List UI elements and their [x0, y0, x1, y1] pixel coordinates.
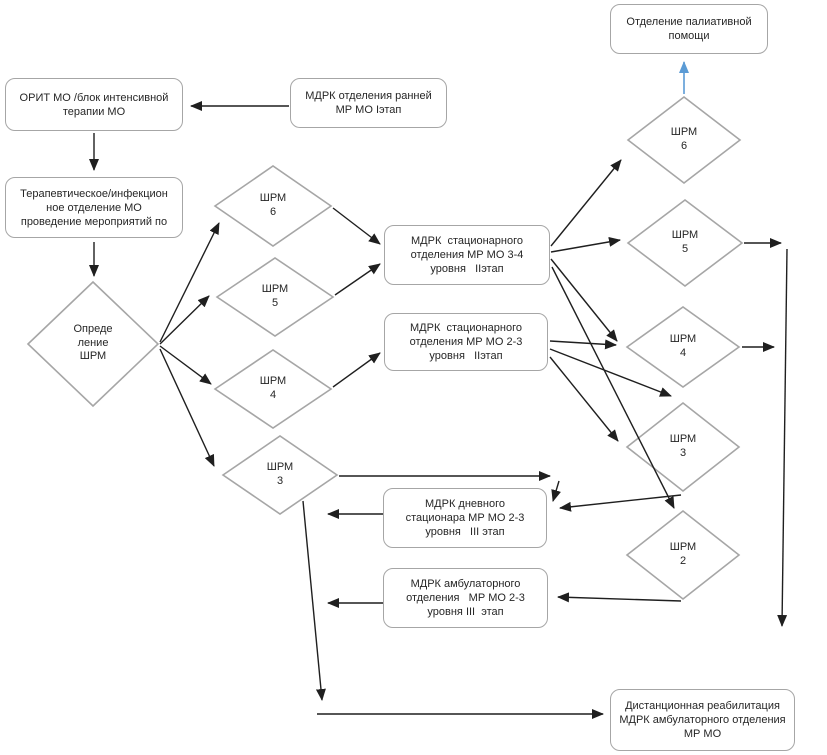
node-mdrk-stat-23: МДРК стационарного отделения МР МО 2-3 у… [384, 313, 548, 371]
node-label-line: отделения МР МО 2-3 [409, 336, 523, 348]
node-mdrk-amb: МДРК амбулаторного отделения МР МО 2-3 у… [383, 568, 548, 628]
node-label-line: стационара МР МО 2-3 [405, 512, 525, 524]
arrow-corner-into-day [551, 480, 561, 502]
arrow-shrm4-to-stat23 [332, 352, 381, 388]
arrow-shrm3-down-segment [302, 500, 326, 701]
arrow-stat34-to-rshrm6 [550, 159, 622, 247]
node-label-line: уровня IIэтап [430, 263, 504, 275]
arrow-define-to-shrm4 [159, 345, 212, 385]
node-label-line: проведение мероприятий по [20, 215, 168, 228]
arrow-rshrm3-to-day [559, 494, 682, 512]
diamond-shrm-right-4 [625, 306, 741, 388]
node-mdrk-early: МДРК отделения ранней МР МО Iэтап [290, 78, 447, 128]
node-label-line: МДРК амбулаторного отделения [619, 714, 786, 726]
node-label-line: МР МО [683, 728, 722, 740]
node-label-line: МДРК амбулаторного [410, 578, 521, 590]
node-label-line: МДРК стационарного [411, 235, 523, 247]
node-label-line: уровня IIэтап [429, 350, 503, 362]
arrow-stat34-to-rshrm4 [550, 258, 618, 342]
node-label-line: МДРК дневного [425, 498, 505, 510]
arrow-stat34-to-rshrm2 [551, 266, 675, 509]
node-label-line: уровня III этап [425, 526, 505, 538]
node-label-line: МДРК стационарного [410, 322, 522, 334]
diamond-shrm-left-6 [213, 165, 333, 247]
diamond-shrm-left-3 [221, 435, 339, 515]
diamond-shrm-right-6 [626, 95, 742, 185]
arrow-stat23-to-rshrm4 [549, 339, 617, 350]
arrow-rshrm2-to-amb [557, 592, 682, 603]
diamond-define-shrm [26, 280, 160, 408]
arrow-define-to-shrm3 [159, 348, 215, 467]
arrow-stat23-to-rshrm3-top [549, 348, 672, 397]
arrow-shrm5-to-stat34 [334, 263, 381, 296]
node-label-line: помощи [668, 30, 710, 42]
node-mdrk-stat-34: МДРК стационарного отделения МР МО 3-4 у… [384, 225, 550, 285]
node-palliative: Отделение палиативной помощи [610, 4, 768, 54]
arrow-right-rail-down [777, 248, 788, 627]
diamond-shrm-right-2 [625, 509, 741, 601]
node-label-line: Терапевтическое/инфекцион [20, 187, 168, 200]
node-label-line: МДРК отделения ранней [305, 90, 432, 102]
diamond-shrm-right-5 [626, 198, 744, 288]
node-label-line: Отделение палиативной [626, 16, 752, 28]
node-label-line: Дистанционная реабилитация [625, 700, 780, 712]
node-mdrk-remote: Дистанционная реабилитация МДРК амбулато… [610, 689, 795, 751]
node-label-line: МР МО Iэтап [335, 104, 402, 116]
node-label-line: терапии МО [62, 105, 126, 118]
arrow-stat23-to-rshrm3-left [549, 356, 619, 442]
diamond-shrm-left-4 [213, 349, 333, 429]
arrow-stat34-to-rshrm5 [550, 236, 621, 253]
node-therapeutic: Терапевтическое/инфекцион ное отделение … [5, 177, 183, 238]
node-label-line: отделения МР МО 2-3 [406, 592, 525, 604]
node-mdrk-day: МДРК дневного стационара МР МО 2-3 уровн… [383, 488, 547, 548]
node-label-line: ОРИТ МО /блок интенсивной [19, 91, 169, 104]
node-orit: ОРИТ МО /блок интенсивной терапии МО [5, 78, 183, 131]
node-label-line: отделения МР МО 3-4 [410, 249, 524, 261]
arrow-define-to-shrm5 [159, 295, 210, 345]
arrow-shrm6-to-stat34 [332, 207, 381, 245]
node-label-line: уровня III этап [427, 606, 504, 618]
arrow-define-to-shrm6 [159, 222, 220, 343]
diamond-shrm-left-5 [215, 257, 335, 337]
node-label-line: ное отделение МО [46, 201, 142, 214]
